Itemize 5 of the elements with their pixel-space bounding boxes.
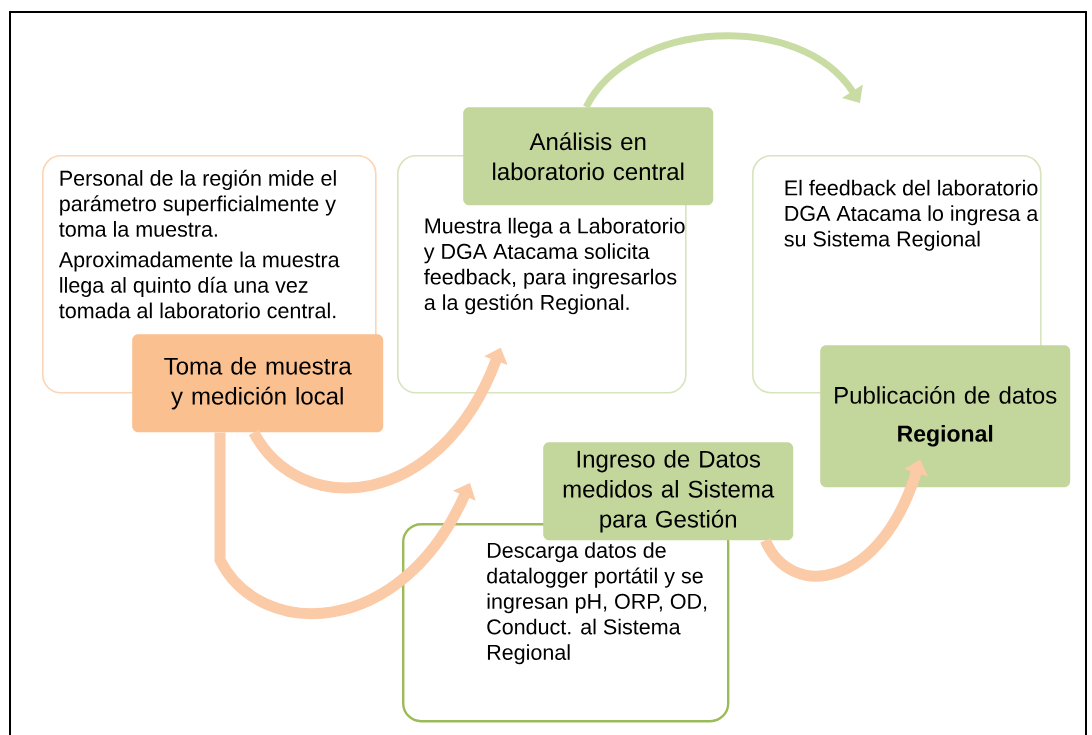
step-label-box: Toma de muestra y medición local (132, 334, 384, 433)
step-label-box: Ingreso de Datos medidos al Sistema para Gestión (543, 442, 794, 541)
curved-arrow (583, 32, 863, 109)
step-label-box: Publicación de datos Regional (820, 345, 1071, 488)
step-label-box: Análisis en laboratorio central (463, 107, 714, 206)
